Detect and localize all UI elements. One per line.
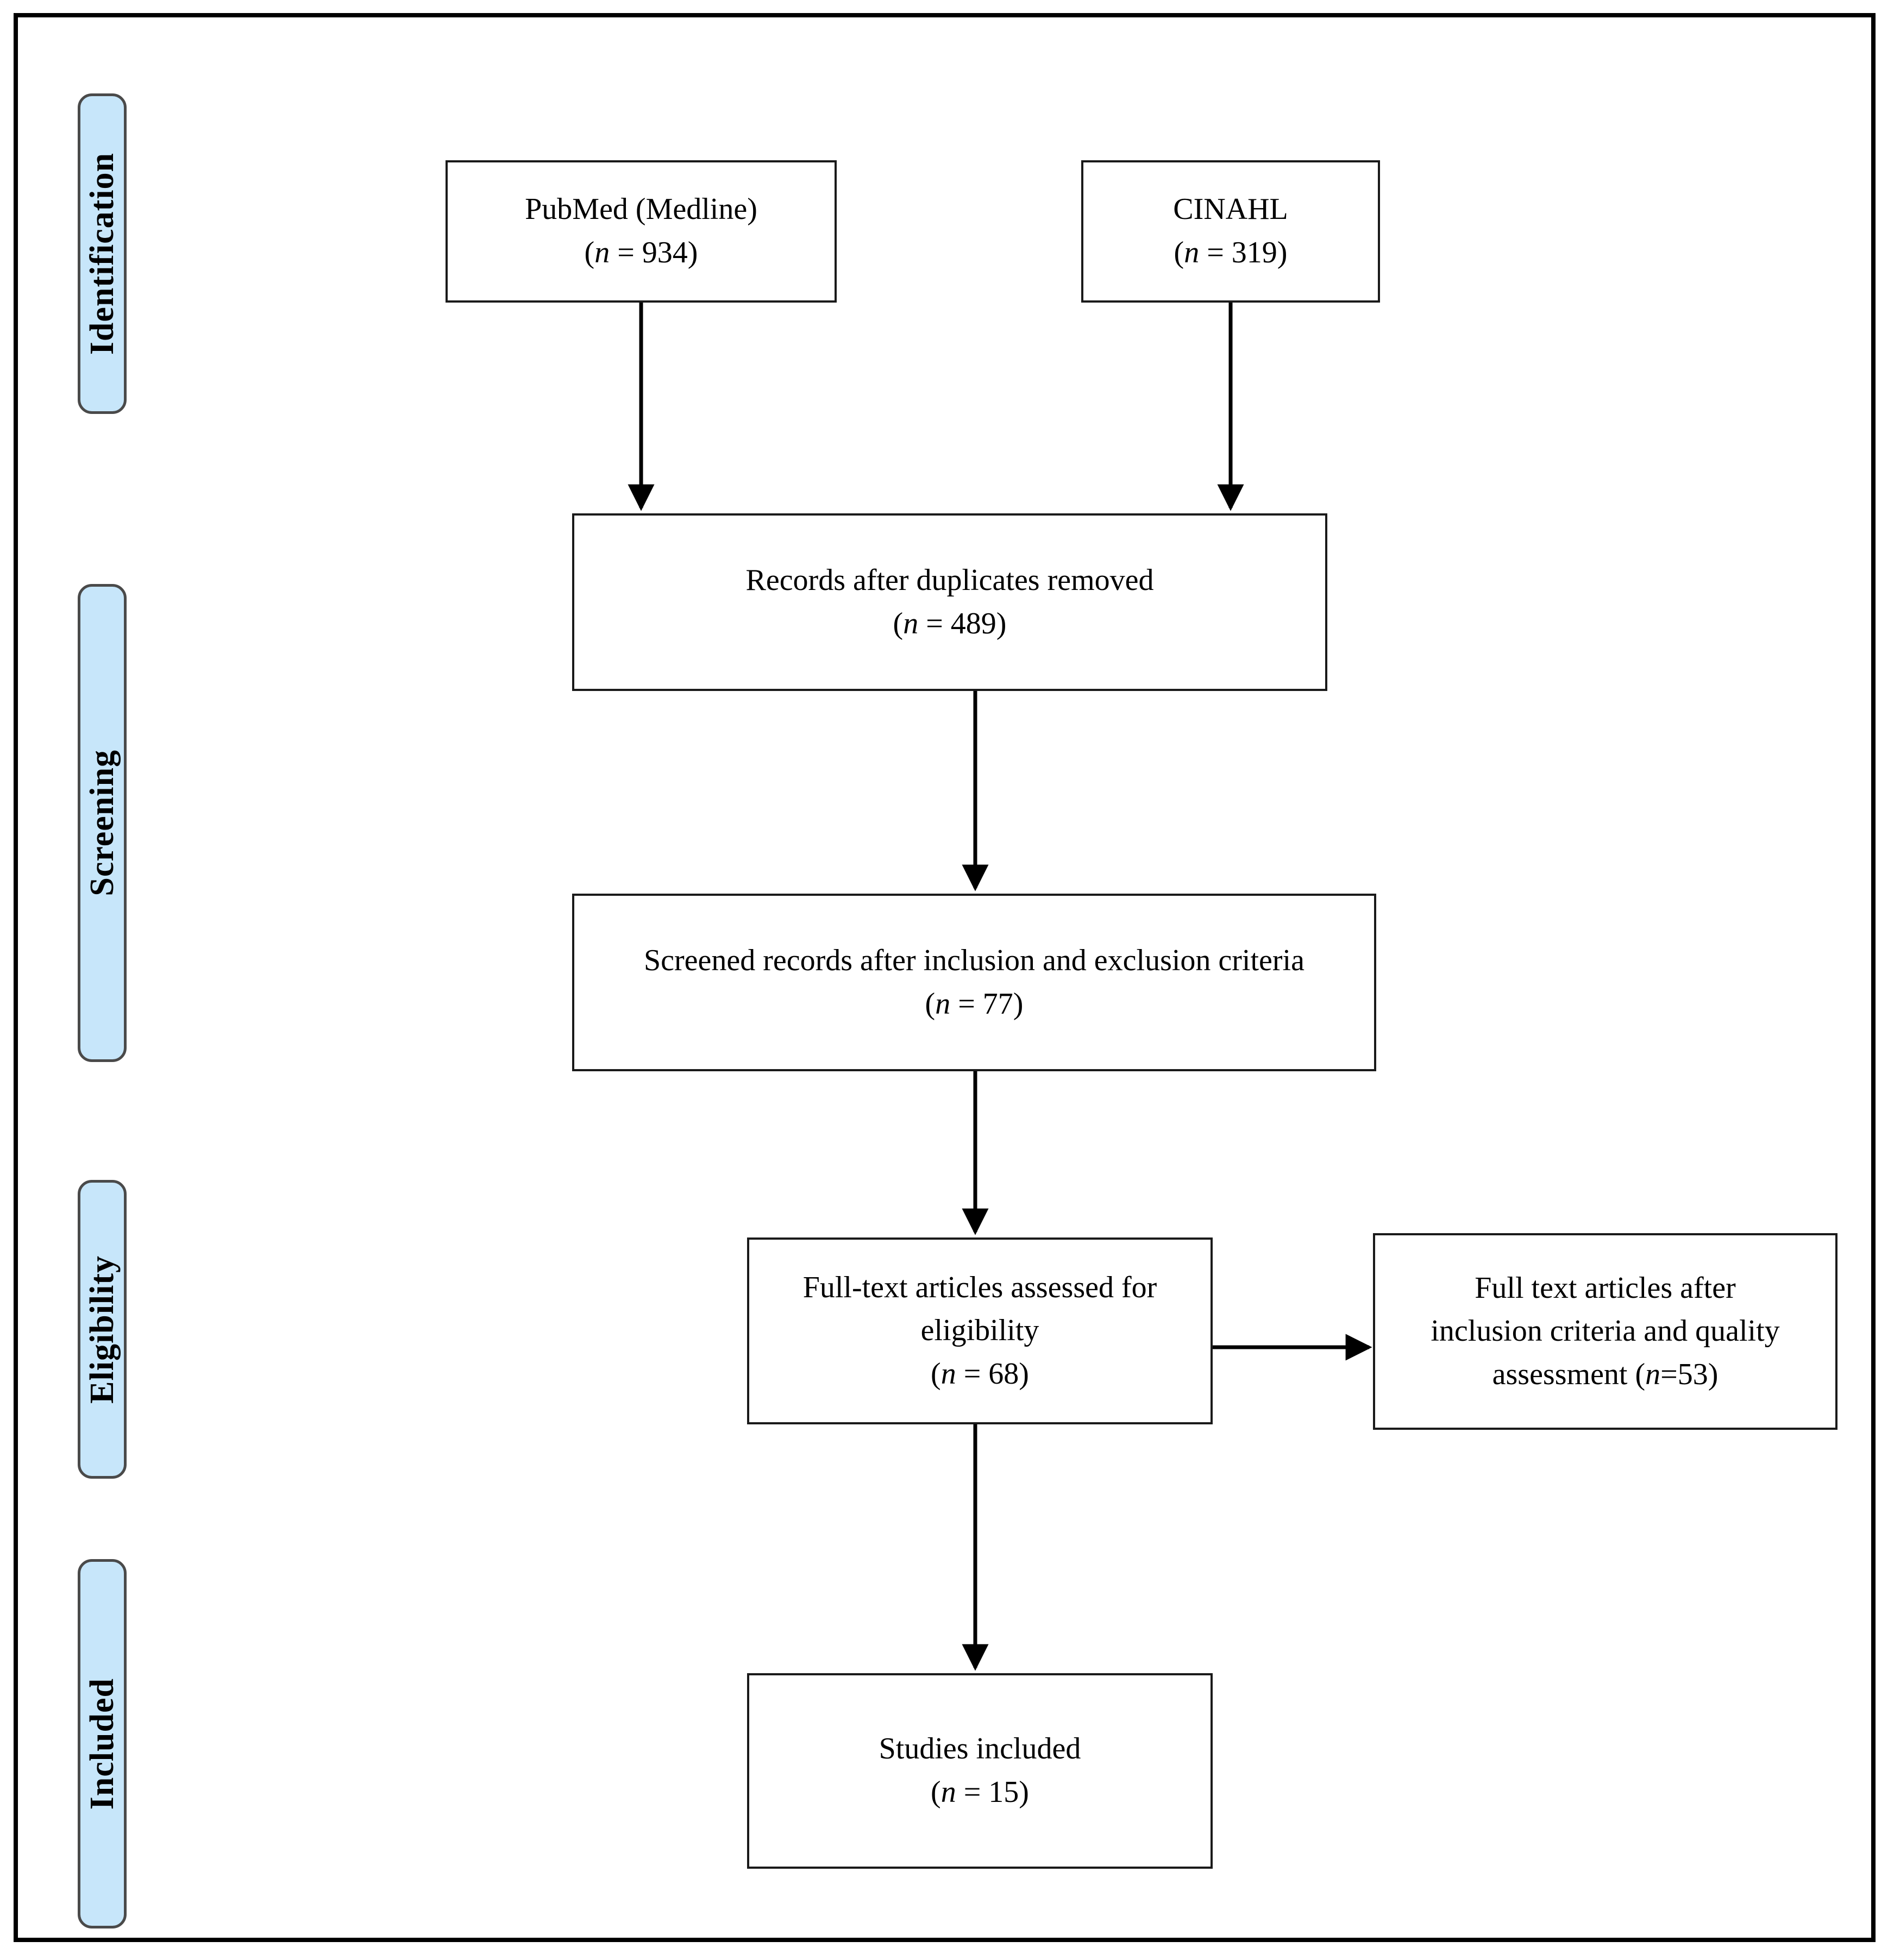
box-duplicates-removed-count-value: = 489) — [918, 606, 1007, 640]
box-fulltext-assessed-count-value: = 68) — [956, 1356, 1029, 1391]
box-screened-records-count-open: ( — [925, 987, 936, 1021]
box-fulltext-after-quality-line1: Full text articles after — [1475, 1271, 1736, 1305]
box-pubmed: PubMed (Medline) (n = 934) — [446, 160, 837, 303]
box-cinahl: CINAHL (n = 319) — [1081, 160, 1380, 303]
box-pubmed-n-symbol: n — [594, 236, 610, 269]
stage-label-screening-text: Screening — [84, 750, 121, 896]
box-duplicates-removed-n-symbol: n — [903, 606, 919, 640]
box-studies-included-label: Studies included — [879, 1732, 1081, 1766]
box-duplicates-removed-count: (n = 489) — [893, 602, 1007, 646]
box-studies-included-count-open: ( — [931, 1775, 941, 1809]
box-fulltext-assessed-count-open: ( — [931, 1356, 941, 1391]
box-studies-included-count: (n = 15) — [931, 1771, 1029, 1814]
box-studies-included-count-value: = 15) — [956, 1775, 1029, 1809]
box-fulltext-after-quality-n-symbol: n — [1645, 1357, 1661, 1391]
box-screened-records-label: Screened records after inclusion and exc… — [644, 943, 1305, 977]
box-cinahl-label: CINAHL — [1173, 192, 1288, 227]
box-pubmed-label: PubMed (Medline) — [525, 192, 757, 227]
box-fulltext-after-quality-count-value: =53) — [1660, 1357, 1719, 1391]
stage-label-included: Included — [78, 1559, 127, 1928]
stage-label-identification: Identification — [78, 93, 127, 414]
box-fulltext-assessed-count: (n = 68) — [931, 1353, 1029, 1396]
box-cinahl-count: (n = 319) — [1174, 231, 1288, 275]
box-screened-records: Screened records after inclusion and exc… — [572, 894, 1376, 1071]
box-duplicates-removed-count-open: ( — [893, 606, 904, 640]
box-pubmed-count: (n = 934) — [585, 231, 698, 275]
box-pubmed-count-open: ( — [584, 236, 595, 269]
box-fulltext-after-quality-line2: inclusion criteria and quality — [1431, 1314, 1780, 1348]
stage-label-screening: Screening — [78, 584, 127, 1062]
box-screened-records-n-symbol: n — [935, 987, 951, 1021]
box-pubmed-count-value: = 934) — [610, 236, 698, 269]
box-screened-records-count-value: = 77) — [950, 987, 1024, 1021]
stage-label-identification-text: Identification — [84, 152, 121, 355]
box-duplicates-removed: Records after duplicates removed (n = 48… — [572, 513, 1327, 691]
box-fulltext-assessed-label-line1: Full-text articles assessed for — [802, 1270, 1157, 1304]
box-fulltext-after-quality-count-prefix: assessment ( — [1492, 1357, 1646, 1391]
box-fulltext-after-quality: Full text articles after inclusion crite… — [1373, 1233, 1837, 1430]
stage-label-eligibility-text: Eligibility — [84, 1255, 121, 1404]
stage-label-included-text: Included — [84, 1678, 121, 1810]
stage-label-eligibility: Eligibility — [78, 1180, 127, 1479]
box-studies-included: Studies included (n = 15) — [747, 1673, 1213, 1869]
box-cinahl-count-open: ( — [1174, 236, 1184, 269]
box-fulltext-after-quality-count: assessment (n=53) — [1492, 1353, 1719, 1397]
box-fulltext-assessed-n-symbol: n — [940, 1356, 956, 1391]
box-fulltext-assessed-label-line2: eligibility — [920, 1314, 1039, 1348]
box-duplicates-removed-label: Records after duplicates removed — [745, 563, 1154, 597]
box-fulltext-assessed: Full-text articles assessed for eligibil… — [747, 1237, 1213, 1424]
box-screened-records-count: (n = 77) — [925, 983, 1024, 1026]
box-studies-included-n-symbol: n — [940, 1775, 956, 1809]
box-cinahl-n-symbol: n — [1184, 236, 1200, 269]
box-cinahl-count-value: = 319) — [1199, 236, 1288, 269]
